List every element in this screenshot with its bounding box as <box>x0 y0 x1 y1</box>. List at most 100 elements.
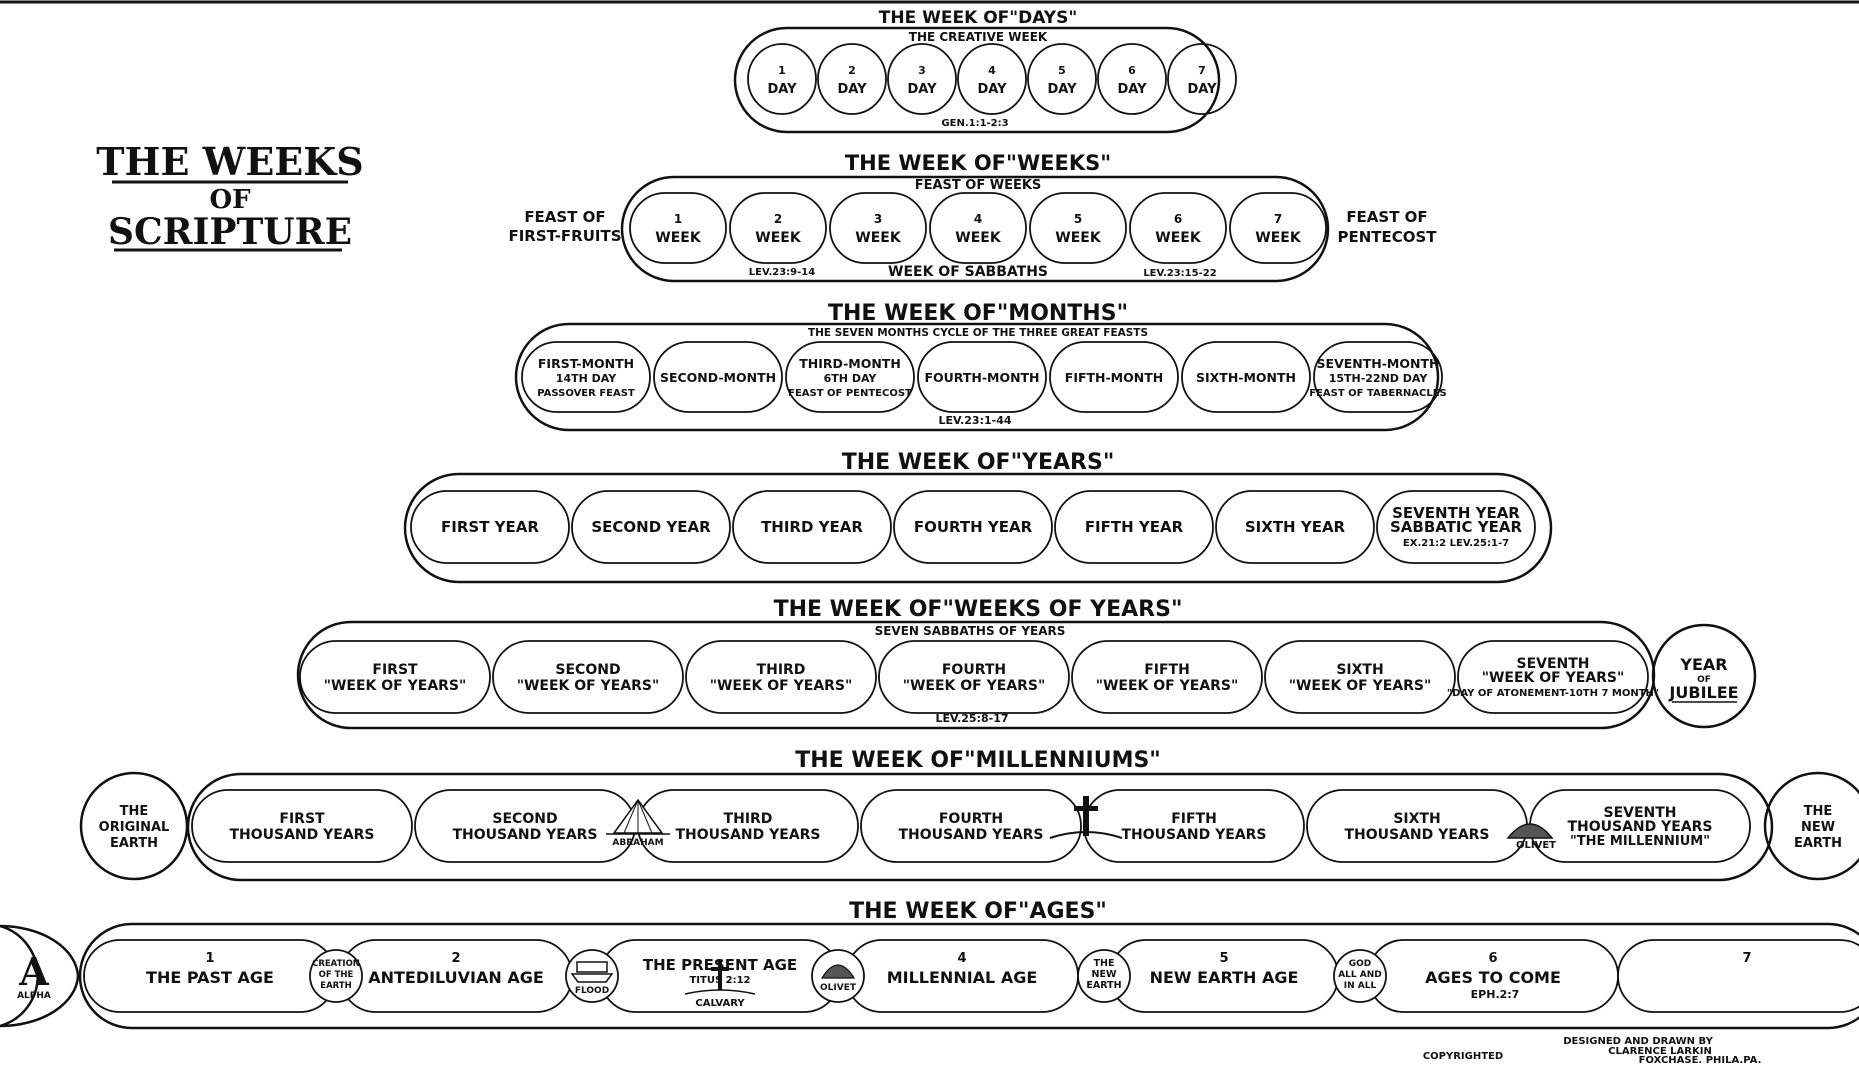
months-cell-6-line-1: SIXTH-MONTH <box>1196 370 1296 385</box>
years-cell-6 <box>1215 490 1375 564</box>
weeks_of_years-cell-1-line-1: FIRST <box>372 662 418 678</box>
millenniums-cell-7-line-3: "THE MILLENNIUM" <box>1570 834 1710 849</box>
days-frame <box>733 26 1221 134</box>
olivet-ages-icon <box>820 964 856 979</box>
ages-cell-num-1: 1 <box>205 951 214 966</box>
years-cell-5-line-1: FIFTH YEAR <box>1085 518 1184 536</box>
ages-frame <box>78 922 1859 1030</box>
weeks_of_years-cell-7 <box>1457 640 1649 714</box>
days-cell-1 <box>747 43 817 115</box>
weeks_of_years-cell-3 <box>685 640 877 714</box>
days-cell-num-2: 2 <box>848 64 856 77</box>
days-subtitle: THE CREATIVE WEEK <box>909 30 1048 44</box>
original-earth-line1: THE <box>120 804 149 819</box>
weeks-cell-num-2: 2 <box>774 212 782 226</box>
millenniums-cell-6-line-2: THOUSAND YEARS <box>1344 827 1489 843</box>
days-cell-2 <box>817 43 887 115</box>
days-cell-label-5: DAY <box>1047 82 1077 97</box>
months-cell-1 <box>521 341 651 413</box>
weeks_of_years-cell-6-line-2: "WEEK OF YEARS" <box>1289 678 1432 694</box>
years-cell-7-line-3: EX.21:2 LEV.25:1-7 <box>1403 538 1509 549</box>
present-age-cross-icon <box>684 960 756 995</box>
weeks_of_years-cell-7-line-1: SEVENTH <box>1516 656 1589 672</box>
millenniums-cell-7-line-1: SEVENTH <box>1603 805 1676 821</box>
weeks_of_years-cell-2-line-2: "WEEK OF YEARS" <box>517 678 660 694</box>
years-cell-3-line-1: THIRD YEAR <box>761 518 863 536</box>
months-cell-5 <box>1049 341 1179 413</box>
days-cell-num-5: 5 <box>1058 64 1066 77</box>
weeks_of_years-cell-5 <box>1071 640 1263 714</box>
weeks-cell-num-5: 5 <box>1074 212 1082 226</box>
weeks-cell-label-2: WEEK <box>755 230 802 246</box>
years-cell-4-line-1: FOURTH YEAR <box>914 518 1033 536</box>
weeks-subtitle: FEAST OF WEEKS <box>915 178 1042 193</box>
weeks_of_years-cell-4-line-1: FOURTH <box>942 662 1006 678</box>
junction-new-earth-line-2: NEW <box>1092 969 1117 980</box>
alpha-letter: A <box>18 949 49 994</box>
ages-cell-num-5: 5 <box>1219 951 1228 966</box>
calvary-cross-icon <box>1049 796 1123 839</box>
junction-creation-line-1: CREATION <box>312 959 360 969</box>
days-cell-label-6: DAY <box>1117 82 1147 97</box>
weeks_of_years-cell-7-line-3: "DAY OF ATONEMENT-10TH 7 MONTH" <box>1447 688 1659 699</box>
months-cell-4-line-1: FOURTH-MONTH <box>924 370 1039 385</box>
millenniums-cell-1 <box>191 789 413 863</box>
junction-creation-line-3: EARTH <box>320 981 351 991</box>
months-frame <box>514 322 1440 432</box>
footer: COPYRIGHTED DESIGNED AND DRAWN BY CLAREN… <box>1423 1036 1762 1066</box>
weeks-ref-left: LEV.23:9-14 <box>749 267 815 278</box>
junction-new-earth <box>1077 949 1131 1003</box>
weeks-cell-3 <box>829 192 927 264</box>
olivet-mountain-icon <box>1506 823 1554 839</box>
section-weeks-of-years: THE WEEK OF"WEEKS OF YEARS" SEVEN SABBAT… <box>296 597 1757 730</box>
weeks-cell-num-3: 3 <box>874 212 882 226</box>
main-title: THE WEEKS OF SCRIPTURE <box>96 139 363 253</box>
main-title-line2: OF <box>209 185 251 215</box>
weeks_of_years-cell-1 <box>299 640 491 714</box>
ages-cell-num-7: 7 <box>1742 951 1751 966</box>
years-frame <box>403 472 1553 584</box>
months-cell-3-line-3: FEAST OF PENTECOST <box>788 388 912 399</box>
calvary-label: CALVARY <box>695 998 745 1009</box>
years-title: THE WEEK OF"YEARS" <box>842 450 1115 475</box>
weeks-ref-right: LEV.23:15-22 <box>1143 268 1216 279</box>
ages-cell-num-4: 4 <box>957 951 966 966</box>
weeks-frame <box>620 175 1330 283</box>
days-title: THE WEEK OF"DAYS" <box>879 8 1077 28</box>
ages-eph-ref: EPH.2:7 <box>1471 988 1520 1001</box>
weeks_of_years-cell-5-line-2: "WEEK OF YEARS" <box>1096 678 1239 694</box>
years-cell-4 <box>893 490 1053 564</box>
months-cell-7-line-2: 15TH-22ND DAY <box>1329 372 1429 385</box>
junction-god <box>1333 949 1387 1003</box>
junction-flood <box>565 949 619 1003</box>
weeks-cell-2 <box>729 192 827 264</box>
ages-cell-label-5: NEW EARTH AGE <box>1150 968 1299 987</box>
months-cell-1-line-3: PASSOVER FEAST <box>537 388 635 399</box>
weeks_of_years-cell-2-line-1: SECOND <box>555 662 620 678</box>
ages-cell-7 <box>1617 939 1859 1013</box>
weeks-of-years-title: THE WEEK OF"WEEKS OF YEARS" <box>774 597 1183 622</box>
weeks-right-label-1: FEAST OF <box>1346 208 1427 226</box>
months-cell-1-line-1: FIRST-MONTH <box>538 356 634 371</box>
millenniums-frame <box>186 772 1774 882</box>
ages-title: THE WEEK OF"AGES" <box>849 899 1107 924</box>
weeks-of-years-subtitle: SEVEN SABBATHS OF YEARS <box>875 624 1066 638</box>
jubilee-line1: YEAR <box>1679 655 1727 674</box>
junction-new-earth-line-3: EARTH <box>1086 980 1121 991</box>
weeks-title: THE WEEK OF"WEEKS" <box>845 151 1111 175</box>
days-cell-3 <box>887 43 957 115</box>
junction-creation-line-2: OF THE <box>319 970 354 980</box>
flood-label: FLOOD <box>575 986 609 996</box>
weeks-bottom-label: WEEK OF SABBATHS <box>888 264 1048 280</box>
months-subtitle: THE SEVEN MONTHS CYCLE OF THE THREE GREA… <box>808 327 1148 339</box>
days-cell-5 <box>1027 43 1097 115</box>
jubilee-line2: OF <box>1697 675 1711 685</box>
weeks-cell-5 <box>1029 192 1127 264</box>
weeks_of_years-cell-5-line-1: FIFTH <box>1144 662 1190 678</box>
ages-cell-num-6: 6 <box>1488 951 1497 966</box>
days-cell-num-6: 6 <box>1128 64 1136 77</box>
